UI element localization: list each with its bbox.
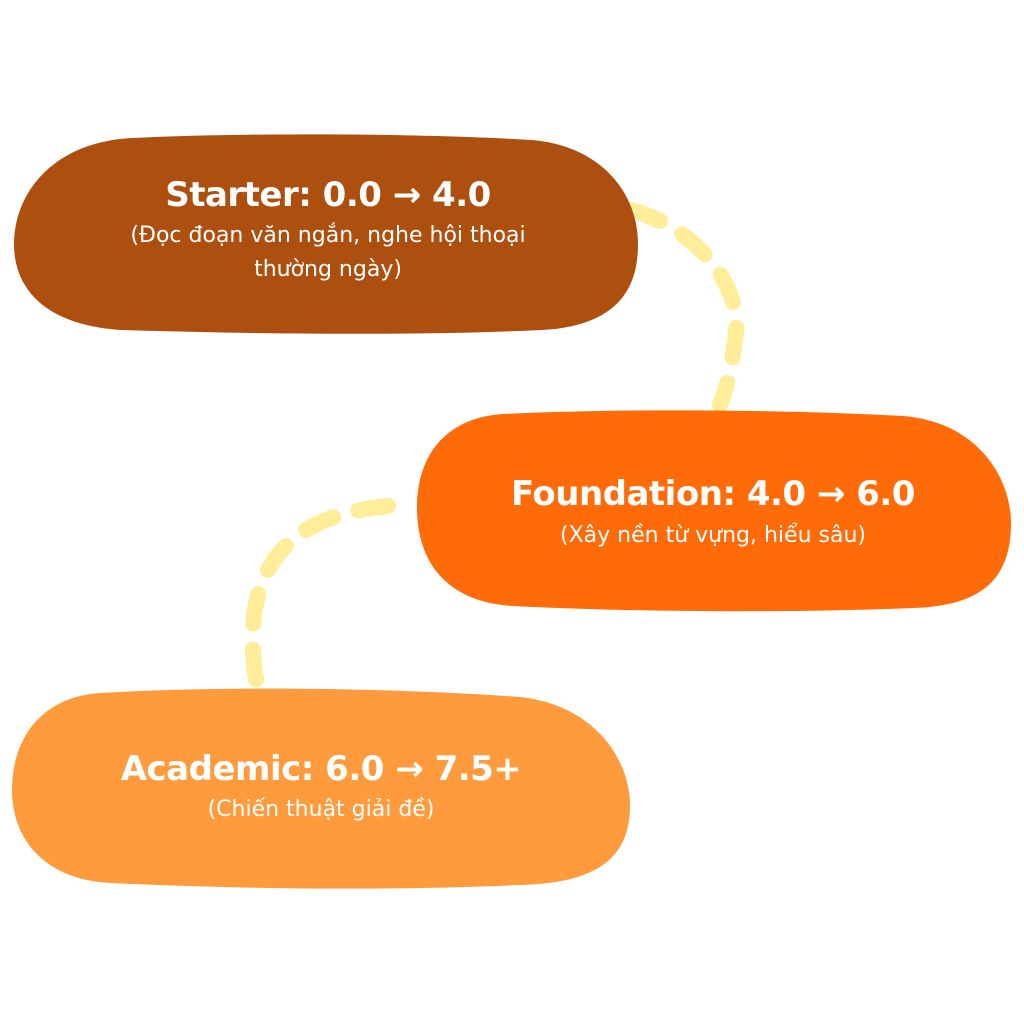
stage-title: Starter: 0.0 → 4.0 xyxy=(165,174,491,215)
stage-description: (Chiến thuật giải đề) xyxy=(207,797,435,823)
connector-starter-to-foundation xyxy=(624,202,745,413)
stage-title: Academic: 6.0 → 7.5+ xyxy=(120,748,522,789)
academic-blob-shape xyxy=(12,688,630,889)
foundation-blob-shape xyxy=(417,410,1011,612)
starter-blob-shape xyxy=(14,134,638,334)
stage-academic: Academic: 6.0 → 7.5+ (Chiến thuật giải đ… xyxy=(10,685,632,891)
stage-description: (Đọc đoạn văn ngắn, nghe hội thoại thườn… xyxy=(130,223,526,283)
stage-starter: Starter: 0.0 → 4.0 (Đọc đoạn văn ngắn, n… xyxy=(12,134,640,334)
connector-foundation-to-academic xyxy=(244,498,396,698)
stage-foundation: Foundation: 4.0 → 6.0 (Xây nền từ vựng, … xyxy=(413,408,1013,613)
stage-description: (Xây nền từ vựng, hiểu sâu) xyxy=(560,522,866,548)
stage-title: Foundation: 4.0 → 6.0 xyxy=(511,474,915,515)
